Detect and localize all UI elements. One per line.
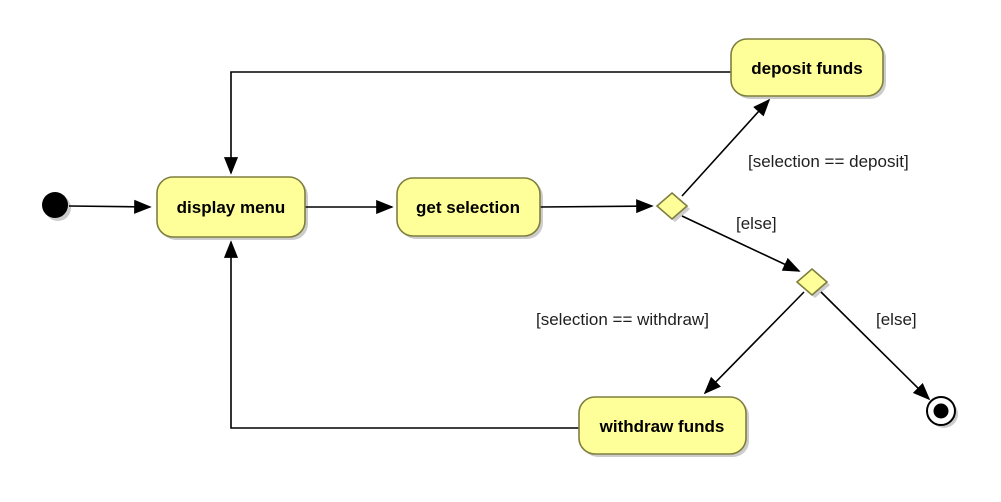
withdraw-funds-label: withdraw funds	[599, 417, 725, 436]
guard-selection-withdraw: [selection == withdraw]	[536, 310, 709, 329]
final-state-inner-dot	[933, 403, 949, 419]
edge-decision-2-to-withdraw-funds	[703, 291, 805, 395]
edge-decision-1-to-decision-2	[681, 215, 801, 272]
guard-selection-deposit: [selection == deposit]	[748, 152, 909, 171]
guard-else-bottom: [else]	[876, 310, 917, 329]
withdraw-funds-node	[578, 396, 747, 455]
display-menu-node	[156, 176, 306, 238]
initial-state-node	[42, 192, 68, 218]
edge-deposit-funds-to-display-menu	[223, 71, 731, 175]
edge-initial-to-display-menu	[68, 199, 152, 214]
edge-withdraw-funds-to-display-menu	[223, 240, 579, 429]
display-menu-label: display menu	[177, 198, 286, 217]
guard-else-top: [else]	[736, 214, 777, 233]
decision-1-node	[655, 191, 689, 221]
deposit-funds-label: deposit funds	[751, 59, 862, 78]
get-selection-node	[396, 177, 541, 237]
edge-get-selection-to-decision-1	[539, 199, 654, 214]
get-selection-label: get selection	[416, 198, 520, 217]
deposit-funds-node	[730, 38, 884, 97]
edge-decision-1-to-deposit-funds	[681, 98, 771, 197]
edge-decision-2-to-final-state	[820, 291, 931, 401]
decision-2-node	[795, 267, 829, 297]
